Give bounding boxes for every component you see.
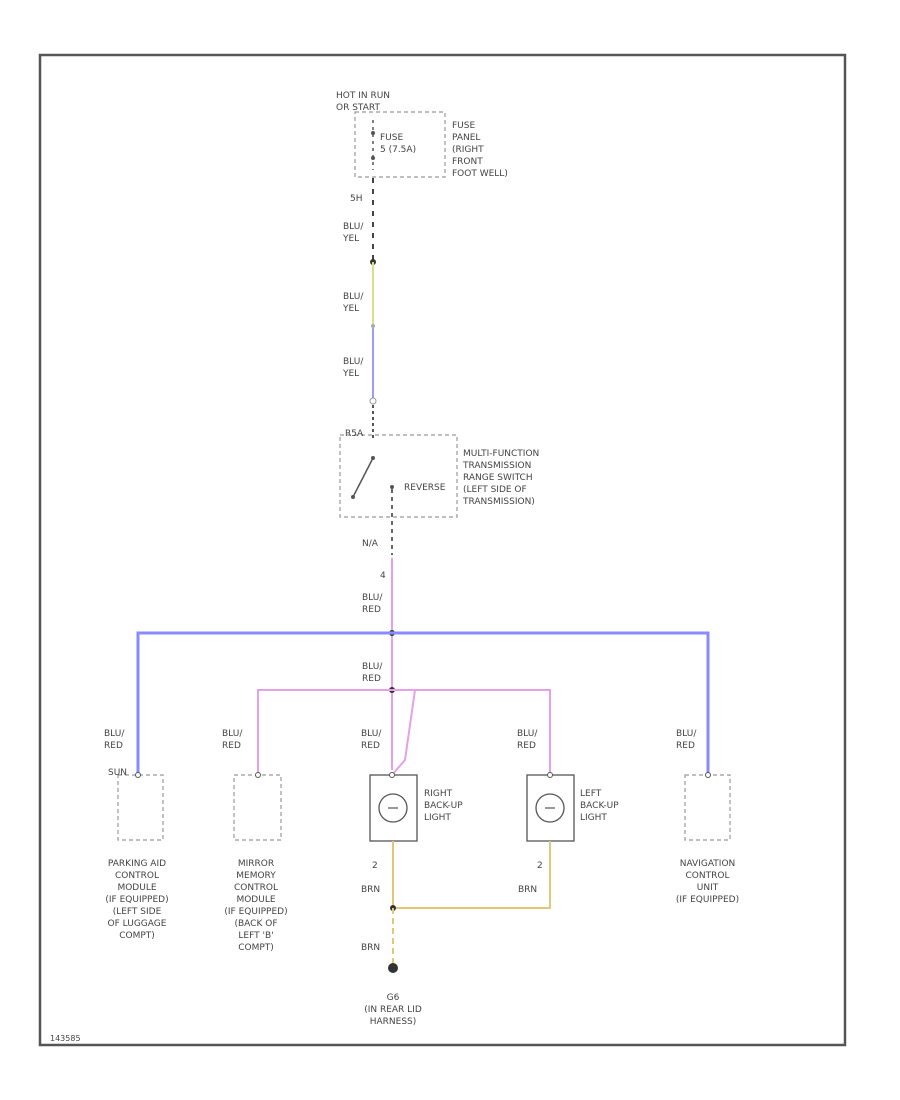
hot-label: HOT IN RUN OR START: [336, 91, 391, 113]
diagram-frame: [38, 53, 847, 1047]
wire-mirror-branch: [257, 689, 392, 775]
comp3-wire: BLU/ RED: [361, 729, 382, 751]
switch-pin-4: 4: [380, 571, 386, 581]
connector-dot: [371, 324, 375, 328]
pin-marker: [255, 772, 261, 778]
comp5-wire: BLU/ RED: [676, 729, 697, 751]
wire-brn-left: [393, 841, 551, 909]
pin-marker: [547, 772, 553, 778]
trunk-wire-a: BLU/ RED: [362, 593, 383, 615]
wire-left-light-branch: [392, 689, 551, 775]
comp4-pin-bottom: 2: [537, 861, 543, 871]
switch-contact: [351, 495, 355, 499]
right-bulb-icon: [378, 793, 408, 823]
fuse-panel-label: FUSE PANEL (RIGHT FRONT FOOT WELL): [452, 121, 508, 179]
pin-marker: [705, 772, 711, 778]
wire-label-2: BLU/ YEL: [343, 292, 364, 314]
mirror-memory-box: [233, 774, 282, 841]
pin-5h: 5H: [350, 194, 363, 204]
parking-aid-box: [117, 774, 164, 841]
navigation-box: [684, 774, 731, 841]
comp1-label: PARKING AID CONTROL MODULE (IF EQUIPPED)…: [105, 859, 169, 941]
ground-wire-right: BRN: [361, 885, 381, 895]
ground-wire-left: BRN: [518, 885, 538, 895]
left-bulb-icon: [535, 793, 565, 823]
comp3-pin-bottom: 2: [372, 861, 378, 871]
comp5-label: NAVIGATION CONTROL UNIT (IF EQUIPPED): [675, 859, 740, 905]
fuse-panel-box: [354, 111, 446, 178]
ground-label: G6 (IN REAR LID HARNESS): [364, 993, 422, 1027]
ground-point: [388, 963, 398, 973]
trunk-wire-b: BLU/ RED: [362, 662, 383, 684]
ground-wire-main: BRN: [361, 943, 381, 953]
pin-marker: [135, 772, 141, 778]
switch-pin-in: R5A: [345, 429, 364, 439]
fuse-label: FUSE 5 (7.5A): [380, 133, 417, 155]
comp4-label: LEFT BACK-UP LIGHT: [580, 789, 619, 823]
switch-contact: [371, 456, 375, 460]
diagram-code: 143585: [50, 1034, 81, 1043]
connector-dot: [369, 397, 377, 405]
fuse-terminal: [371, 131, 375, 135]
switch-label: MULTI-FUNCTION TRANSMISSION RANGE SWITCH…: [463, 449, 540, 507]
fuse-terminal: [371, 156, 375, 160]
switch-contact: [390, 485, 394, 489]
comp4-wire: BLU/ RED: [517, 729, 538, 751]
switch-blade: [352, 457, 374, 498]
comp3-label: RIGHT BACK-UP LIGHT: [424, 789, 463, 823]
switch-box: [339, 434, 458, 518]
comp1-pin: SUN: [108, 768, 128, 778]
wire-right-light-jog: [391, 689, 416, 776]
comp2-label: MIRROR MEMORY CONTROL MODULE (IF EQUIPPE…: [224, 859, 288, 953]
comp2-wire: BLU/ RED: [222, 729, 243, 751]
comp1-wire: BLU/ RED: [104, 729, 125, 751]
wire-label-1: BLU/ YEL: [343, 222, 364, 244]
switch-reverse: REVERSE: [404, 483, 446, 493]
wire-label-3: BLU/ YEL: [343, 357, 364, 379]
switch-pin-out: N/A: [362, 539, 378, 549]
wire-blu-red-bus: [136, 631, 710, 775]
pin-marker: [389, 772, 395, 778]
